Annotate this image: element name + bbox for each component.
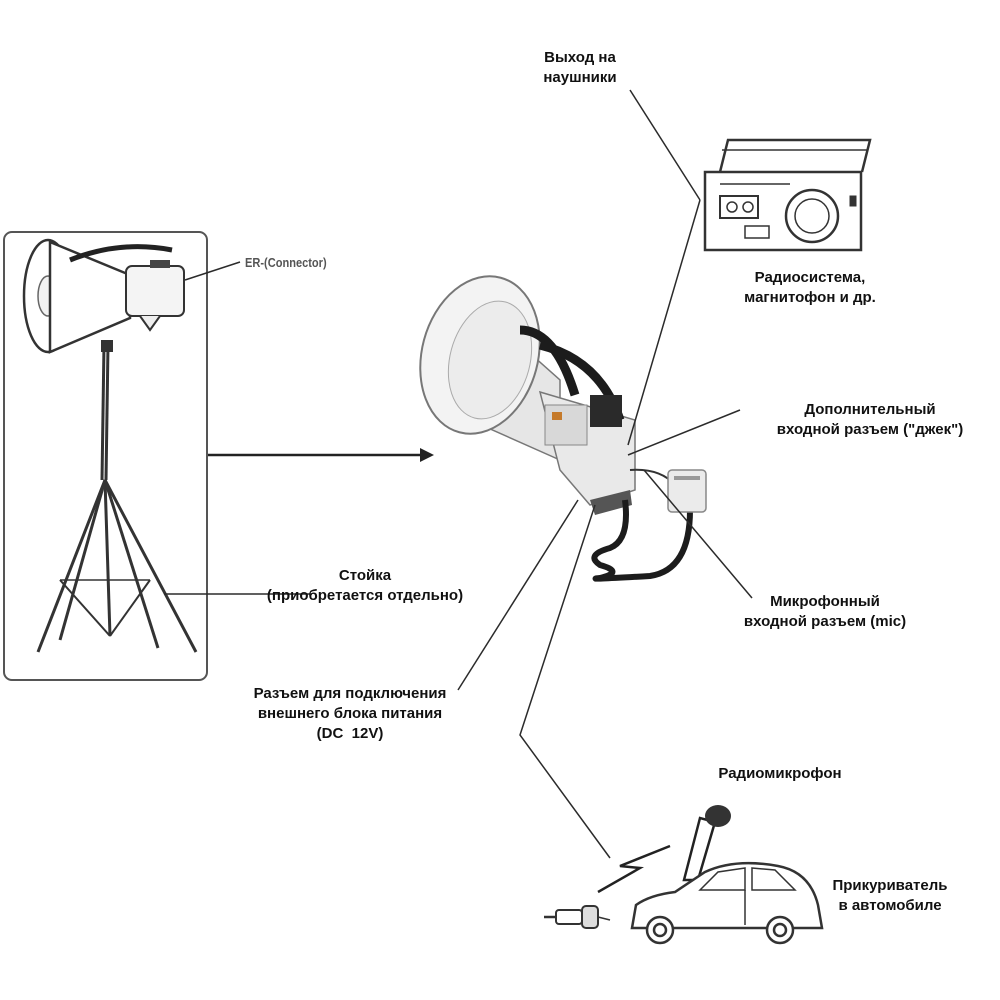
radio-mic-label: Радиомикрофон: [718, 765, 842, 782]
leader-car: [519, 504, 611, 859]
main-megaphone-icon: [419, 275, 636, 515]
small-megaphone-icon: [22, 238, 185, 354]
wireless-microphone-icon: [682, 805, 731, 882]
mic-jack-label-line2: входной разъем (mic): [743, 613, 907, 630]
cigarette-label-line1: Прикуриватель: [832, 877, 948, 894]
radio-cassette-icon: [703, 138, 872, 252]
power-label-line1: Разъем для подключения: [253, 685, 447, 702]
tripod-stand-icon: [36, 344, 198, 653]
cigarette-lighter-label: Прикуриватель в автомобиле: [800, 876, 980, 916]
mic-jack-label-line1: Микрофонный: [770, 593, 880, 610]
radio-label: Радиосистема, магнитофон и др.: [710, 268, 910, 308]
headphones-label-line2: наушники: [543, 69, 617, 86]
lightning-bolt-icon: [597, 844, 671, 894]
hand-microphone-icon: [591, 468, 707, 582]
leader-headphones: [629, 89, 701, 201]
extra-jack-label: Дополнительный входной разъем ("джек"): [740, 400, 1000, 440]
headphones-label-line1: Выход на: [544, 49, 616, 66]
cigarette-label-line2: в автомобиле: [838, 897, 942, 914]
radio-label-line1: Радиосистема,: [754, 269, 866, 286]
stand-label-line2: (приобретается отдельно): [266, 587, 464, 604]
tripod-inset: [3, 231, 208, 681]
extra-jack-label-line1: Дополнительный: [804, 401, 936, 418]
car-icon: [630, 861, 824, 945]
er-connector-label: ER-(Connector): [245, 255, 327, 270]
leader-mic-jack: [643, 469, 753, 599]
stand-label-line1: Стойка: [338, 567, 392, 584]
power-label-line3: (DC 12V): [316, 725, 384, 742]
power-label-line2: внешнего блока питания: [257, 705, 443, 722]
leader-lines: [164, 89, 753, 859]
cigarette-lighter-icon: [544, 905, 611, 929]
power-label: Разъем для подключения внешнего блока пи…: [215, 684, 485, 744]
pointer-arrow: [208, 448, 434, 462]
leader-er: [184, 261, 241, 281]
mic-jack-label: Микрофонный входной разъем (mic): [710, 592, 940, 632]
headphones-label: Выход на наушники: [520, 48, 640, 88]
leader-extra-jack: [627, 409, 741, 456]
stand-label: Стойка (приобретается отдельно): [230, 566, 500, 606]
leader-power: [457, 499, 579, 691]
radio-label-line2: магнитофон и др.: [744, 289, 876, 306]
extra-jack-label-line2: входной разъем ("джек"): [776, 421, 964, 438]
